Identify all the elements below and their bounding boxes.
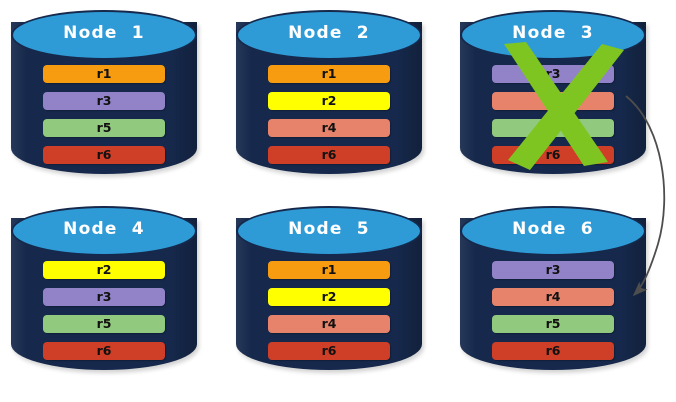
record-bar[interactable]: r2 xyxy=(268,288,390,306)
record-bar[interactable]: r1 xyxy=(268,261,390,279)
record-bar[interactable]: r6 xyxy=(43,342,165,360)
node-cylinder-5[interactable]: Node 5 r1 r2 r4 r6 xyxy=(236,206,422,382)
node-label: Node 3 xyxy=(512,23,594,43)
record-bar[interactable]: r3 xyxy=(492,65,614,83)
cylinder-top-ellipse xyxy=(460,206,646,256)
node-label: Node 4 xyxy=(63,219,145,239)
record-bar[interactable]: r1 xyxy=(268,65,390,83)
node-cylinder-1[interactable]: Node 1 r1 r3 r5 r6 xyxy=(11,10,197,186)
cylinder-top-ellipse xyxy=(11,10,197,60)
cylinder-top-ellipse xyxy=(236,206,422,256)
record-bar[interactable]: r3 xyxy=(43,288,165,306)
record-bar[interactable]: r2 xyxy=(43,261,165,279)
record-bar[interactable]: r5 xyxy=(492,119,614,137)
record-bar[interactable]: r6 xyxy=(43,146,165,164)
node-label: Node 1 xyxy=(63,23,145,43)
record-bar[interactable]: r6 xyxy=(492,146,614,164)
record-list: r1 r2 r4 r6 xyxy=(268,261,390,369)
record-bar[interactable]: r1 xyxy=(43,65,165,83)
cylinder-top-ellipse xyxy=(236,10,422,60)
node-label: Node 6 xyxy=(512,219,594,239)
record-list: r3 r4 r5 r6 xyxy=(492,65,614,173)
record-bar[interactable]: r6 xyxy=(268,146,390,164)
record-bar[interactable]: r3 xyxy=(43,92,165,110)
record-bar[interactable]: r6 xyxy=(492,342,614,360)
node-cylinder-4[interactable]: Node 4 r2 r3 r5 r6 xyxy=(11,206,197,382)
record-list: r1 r2 r4 r6 xyxy=(268,65,390,173)
cylinder-top-ellipse xyxy=(11,206,197,256)
record-bar[interactable]: r3 xyxy=(492,261,614,279)
record-bar[interactable]: r4 xyxy=(492,288,614,306)
record-list: r1 r3 r5 r6 xyxy=(43,65,165,173)
record-bar[interactable]: r4 xyxy=(492,92,614,110)
record-bar[interactable]: r6 xyxy=(268,342,390,360)
node-label: Node 2 xyxy=(288,23,370,43)
record-list: r2 r3 r5 r6 xyxy=(43,261,165,369)
node-cylinder-3[interactable]: Node 3 r3 r4 r5 r6 xyxy=(460,10,646,186)
record-list: r3 r4 r5 r6 xyxy=(492,261,614,369)
record-bar[interactable]: r4 xyxy=(268,119,390,137)
record-bar[interactable]: r5 xyxy=(43,315,165,333)
record-bar[interactable]: r5 xyxy=(492,315,614,333)
node-cylinder-2[interactable]: Node 2 r1 r2 r4 r6 xyxy=(236,10,422,186)
node-label: Node 5 xyxy=(288,219,370,239)
record-bar[interactable]: r5 xyxy=(43,119,165,137)
record-bar[interactable]: r2 xyxy=(268,92,390,110)
record-bar[interactable]: r4 xyxy=(268,315,390,333)
node-cylinder-6[interactable]: Node 6 r3 r4 r5 r6 xyxy=(460,206,646,382)
